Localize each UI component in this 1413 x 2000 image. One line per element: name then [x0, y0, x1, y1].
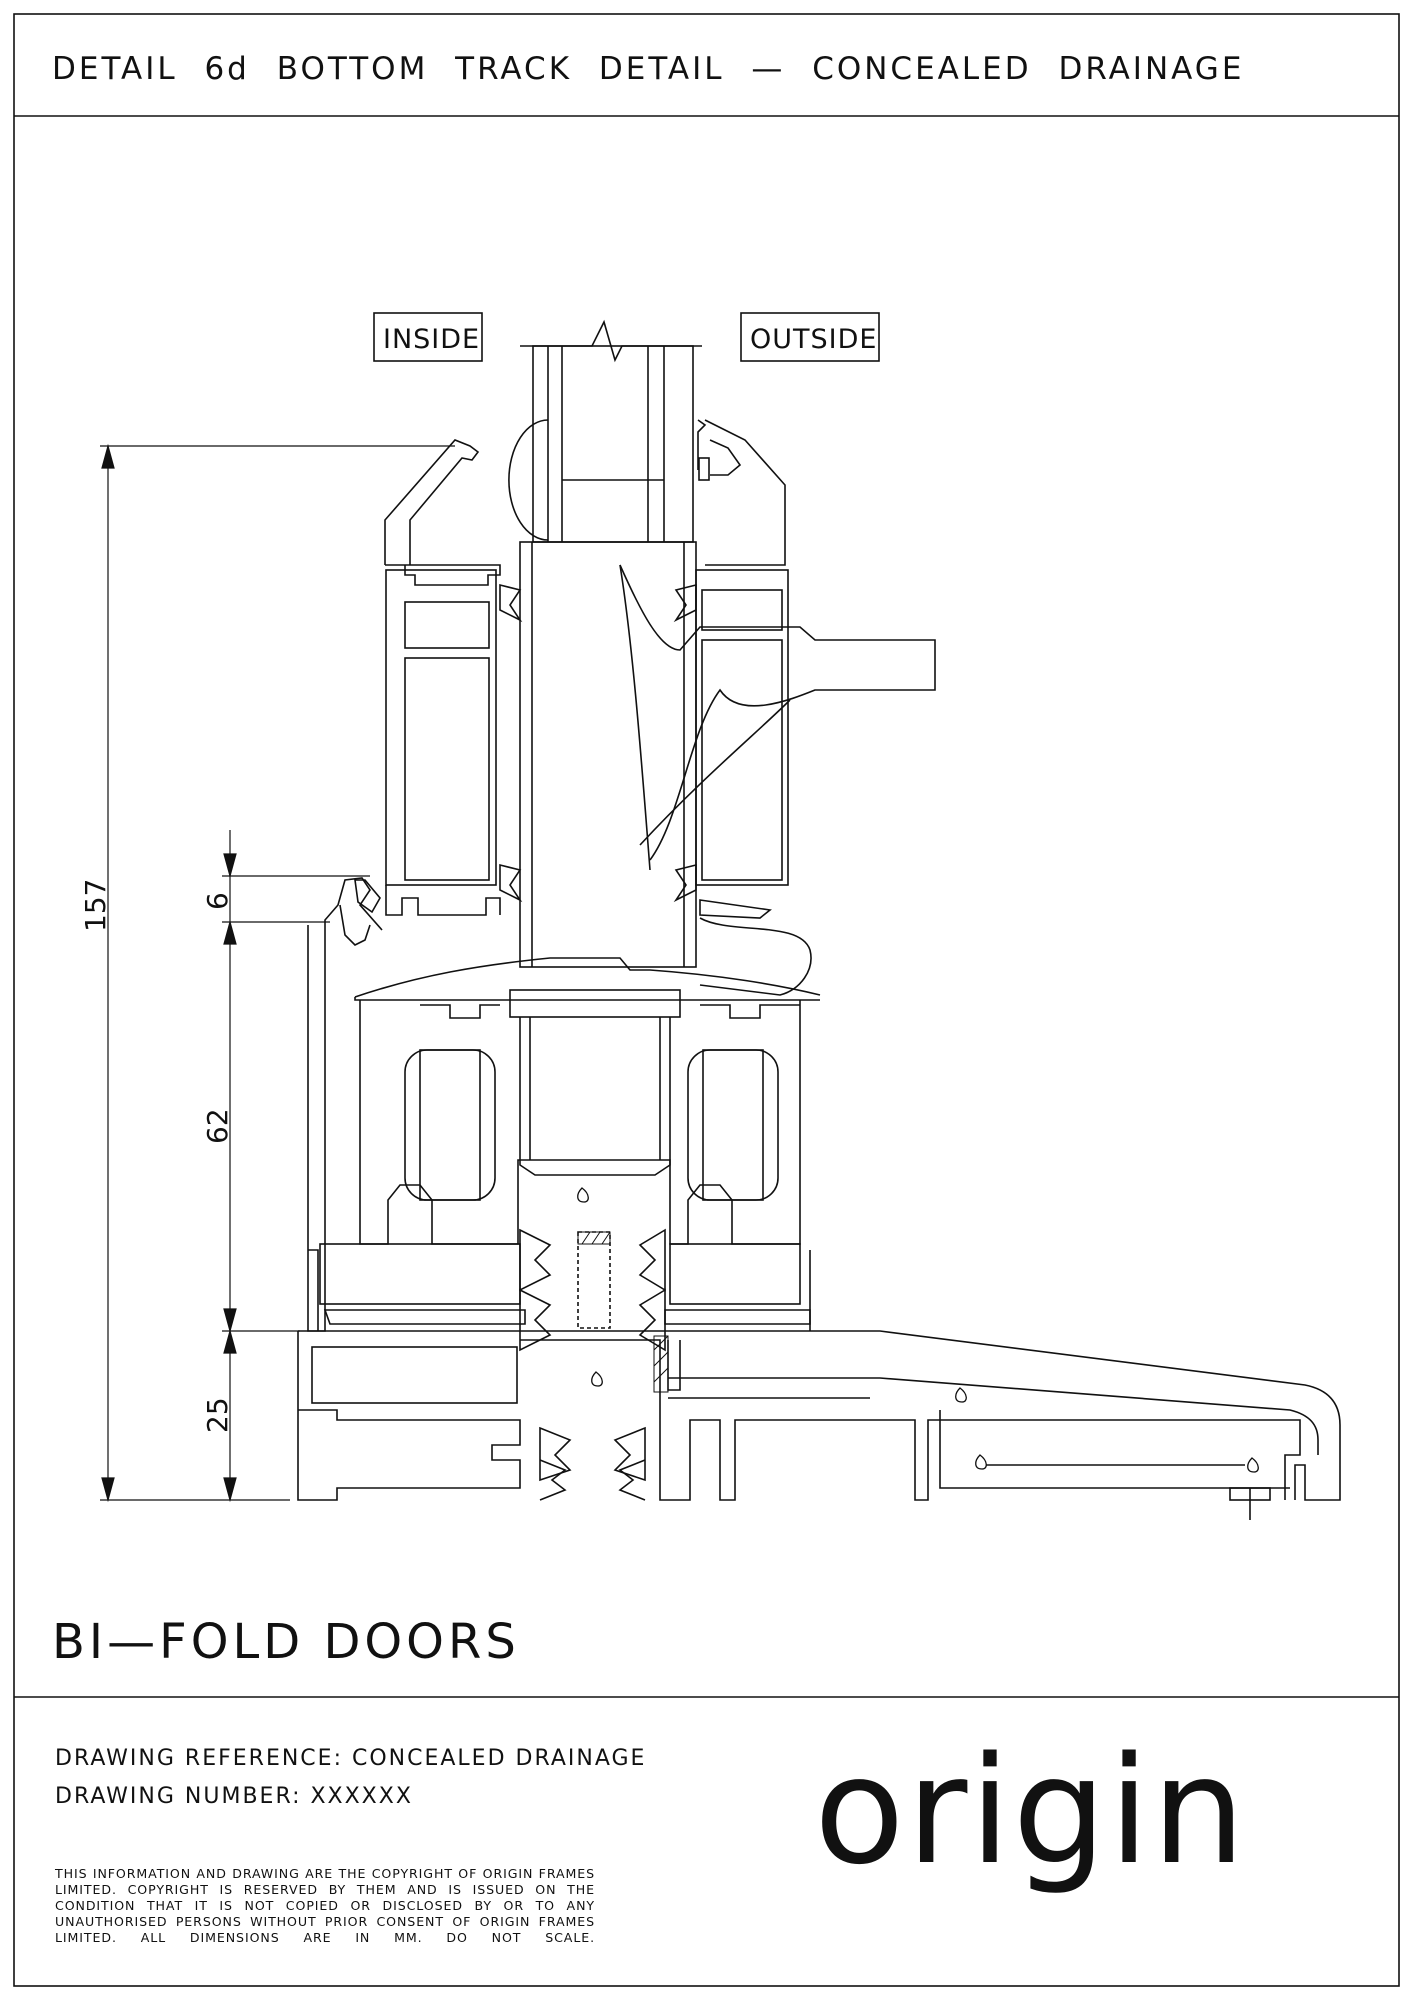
sash-profile [384, 419, 936, 996]
drawing-number: DRAWING NUMBER: XXXXXX [55, 1784, 413, 1809]
track-profile [307, 877, 821, 1352]
dimension-sill: 25 [201, 1397, 234, 1433]
sheet-border [13, 13, 1400, 1987]
drainage-drops [577, 1187, 1259, 1473]
origin-logo: origin [814, 1730, 1247, 1897]
sill-profile [297, 1330, 1341, 1520]
dimension-lines [100, 443, 455, 1503]
outside-label: OUTSIDE [750, 324, 878, 355]
section-hatch [577, 1231, 669, 1393]
product-name: BI—FOLD DOORS [52, 1614, 520, 1670]
drawing-title: DETAIL 6d BOTTOM TRACK DETAIL — CONCEALE… [52, 51, 1245, 87]
copyright-notice: THIS INFORMATION AND DRAWING ARE THE COP… [55, 1866, 595, 1945]
svg-text:origin: origin [814, 1730, 1247, 1897]
inside-label: INSIDE [383, 324, 481, 355]
drawing-reference: DRAWING REFERENCE: CONCEALED DRAINAGE [55, 1746, 647, 1771]
dimension-track: 62 [201, 1108, 234, 1144]
dimension-overall: 157 [79, 878, 112, 932]
dimension-upstand: 6 [201, 892, 234, 910]
glass-unit [508, 319, 702, 543]
outside-label-box [740, 312, 880, 362]
inside-label-box [373, 312, 483, 362]
